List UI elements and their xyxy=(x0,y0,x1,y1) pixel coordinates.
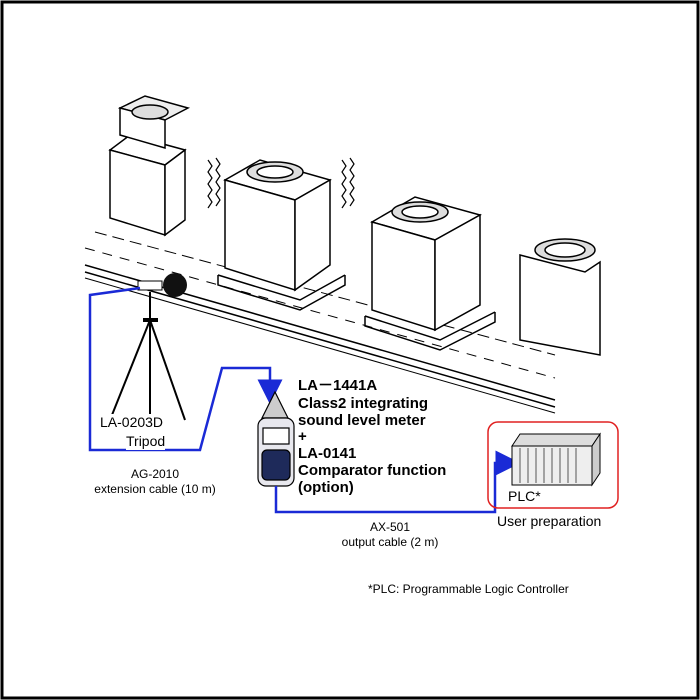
plc-icon xyxy=(511,432,601,487)
meter-plus-label: + xyxy=(298,428,307,445)
footnote: *PLC: Programmable Logic Controller xyxy=(368,582,569,596)
washing-machine-1 xyxy=(108,95,191,237)
meter-model-label: LA－1441A xyxy=(298,377,378,394)
extension-cable-model: AG-2010 xyxy=(130,467,180,481)
washing-machine-4 xyxy=(519,238,601,356)
output-cable-desc: output cable (2 m) xyxy=(341,535,439,549)
plc-label: PLC* xyxy=(508,488,541,504)
microphone-icon xyxy=(137,273,187,297)
meter-desc-line2: sound level meter xyxy=(298,412,426,429)
extension-cable-line xyxy=(88,286,283,452)
sound-level-meter-icon xyxy=(257,390,295,487)
output-cable-line xyxy=(274,450,521,514)
option-desc-line1: Comparator function xyxy=(298,462,447,479)
conveyor-belt xyxy=(84,231,556,414)
output-cable-model: AX-501 xyxy=(369,520,411,534)
tripod-name-label: Tripod xyxy=(126,433,166,450)
washing-machine-2 xyxy=(217,159,346,311)
extension-cable-desc: extension cable (10 m) xyxy=(94,482,216,496)
vibration-lines xyxy=(207,157,355,209)
option-model-label: LA-0141 xyxy=(298,445,357,462)
meter-desc-line1: Class2 integrating xyxy=(298,395,429,412)
plc-box xyxy=(487,421,619,509)
washing-machine-3 xyxy=(364,196,496,351)
option-desc-line2: (option) xyxy=(298,479,354,496)
tripod-icon xyxy=(109,292,186,430)
tripod-model-label: LA-0203D xyxy=(100,414,164,431)
plc-note: User preparation xyxy=(497,513,602,529)
